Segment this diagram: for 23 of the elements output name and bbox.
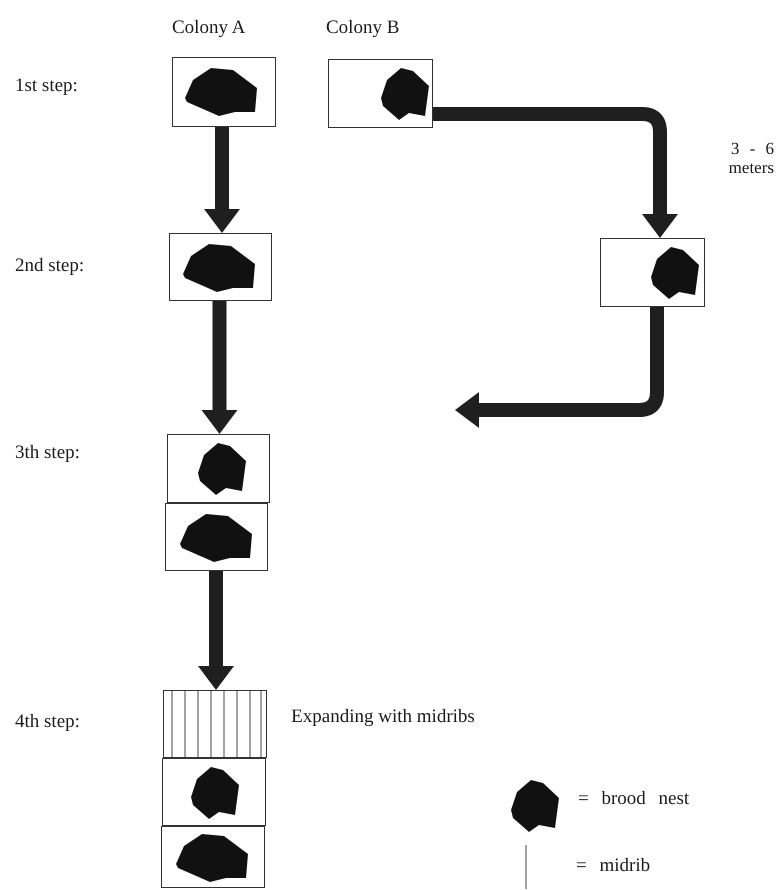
column-heading: Colony A <box>172 18 246 39</box>
comb-frame <box>600 238 705 307</box>
arrow <box>202 301 238 434</box>
edge-label: 3 - 6 meters <box>728 140 774 178</box>
arrow <box>198 571 234 690</box>
step-label: 1st step: <box>15 76 78 97</box>
step-label: 2nd step: <box>15 256 84 277</box>
comb-frame <box>162 758 266 826</box>
comb-frame <box>328 59 433 128</box>
step-label: 3th step: <box>15 443 80 464</box>
comb-frame <box>172 57 276 127</box>
column-heading: Colony B <box>326 18 400 39</box>
arrow <box>204 127 240 233</box>
caption-text: Expanding with midribs <box>290 706 476 728</box>
comb-frame <box>161 826 265 888</box>
legend-text: = brood nest <box>578 788 690 810</box>
comb-frame <box>165 503 268 571</box>
arrow <box>433 107 678 238</box>
comb-frame <box>167 434 270 503</box>
comb-frame <box>169 233 272 301</box>
legend-text: = midrib <box>576 855 650 877</box>
arrow <box>455 307 664 428</box>
step-label: 4th step: <box>15 712 80 733</box>
